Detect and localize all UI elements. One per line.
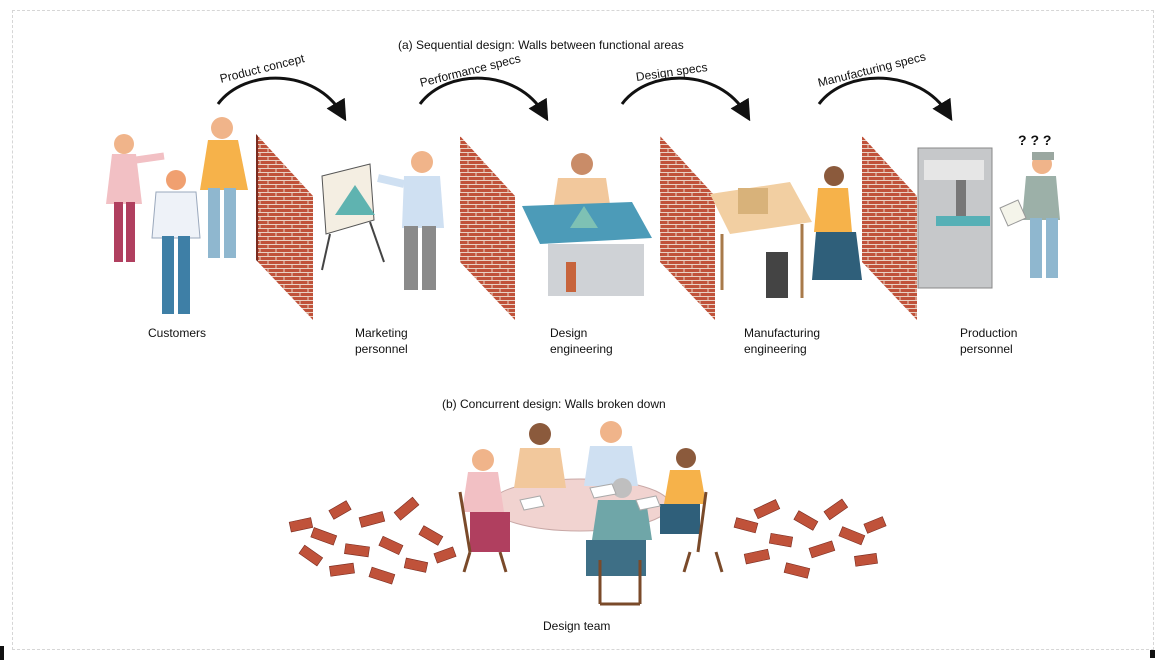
design-engineering-figure — [522, 153, 652, 296]
brick-wall-2 — [460, 136, 515, 320]
brick-wall-3 — [660, 136, 715, 320]
design-team-figures — [460, 421, 722, 604]
crop-mark-left — [0, 646, 4, 660]
role-label-customers: Customers — [148, 325, 206, 341]
concurrent-design-title: (b) Concurrent design: Walls broken down — [442, 397, 666, 411]
broken-bricks-left — [289, 497, 456, 584]
handoff-arrow-design-specs — [622, 78, 746, 114]
role-label-production: Production personnel — [960, 325, 1017, 357]
customers-figures — [106, 117, 248, 314]
sequential-design-title: (a) Sequential design: Walls between fun… — [398, 38, 684, 52]
production-figure — [918, 148, 1060, 288]
role-label-manufacturing-engineering: Manufacturing engineering — [744, 325, 820, 357]
role-label-design-engineering: Design engineering — [550, 325, 613, 357]
confusion-question-marks: ? ? ? — [1018, 132, 1051, 148]
marketing-figure — [322, 151, 444, 290]
broken-bricks-right — [734, 499, 886, 578]
brick-wall-4 — [862, 136, 917, 320]
handoff-arrow-product-concept — [218, 78, 342, 114]
crop-mark-right — [1150, 650, 1155, 658]
role-label-marketing: Marketing personnel — [355, 325, 408, 357]
design-team-label: Design team — [543, 618, 610, 634]
brick-wall-1 — [256, 134, 313, 320]
manufacturing-engineering-figure — [710, 166, 862, 298]
